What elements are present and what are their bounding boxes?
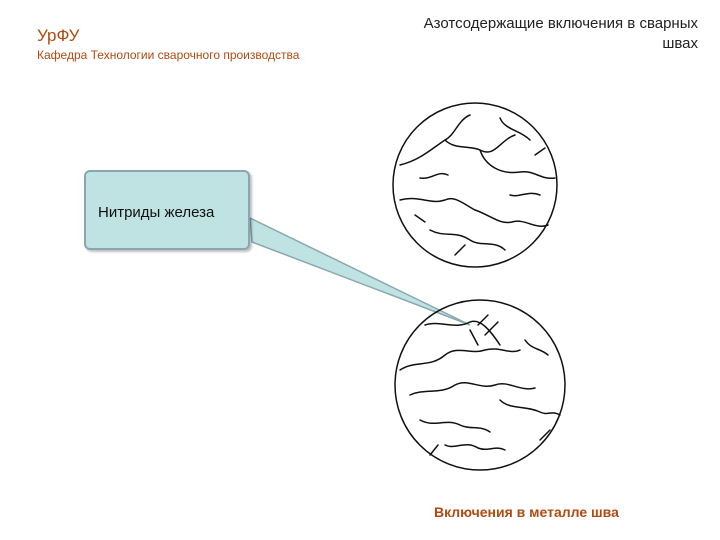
callout-label: Нитриды железа (98, 204, 215, 221)
slide-title: Азотсодержащие включения в сварных швах (423, 15, 698, 52)
figure-caption: Включения в металле шва (434, 504, 619, 520)
department-name: Кафедра Технологии сварочного производст… (37, 48, 300, 62)
organization-name: УрФУ (37, 26, 80, 45)
micrograph-lower (394, 299, 566, 471)
callout-pointer (249, 216, 471, 326)
micrograph-upper (392, 102, 558, 268)
callout-box: Нитриды железа (84, 170, 250, 250)
